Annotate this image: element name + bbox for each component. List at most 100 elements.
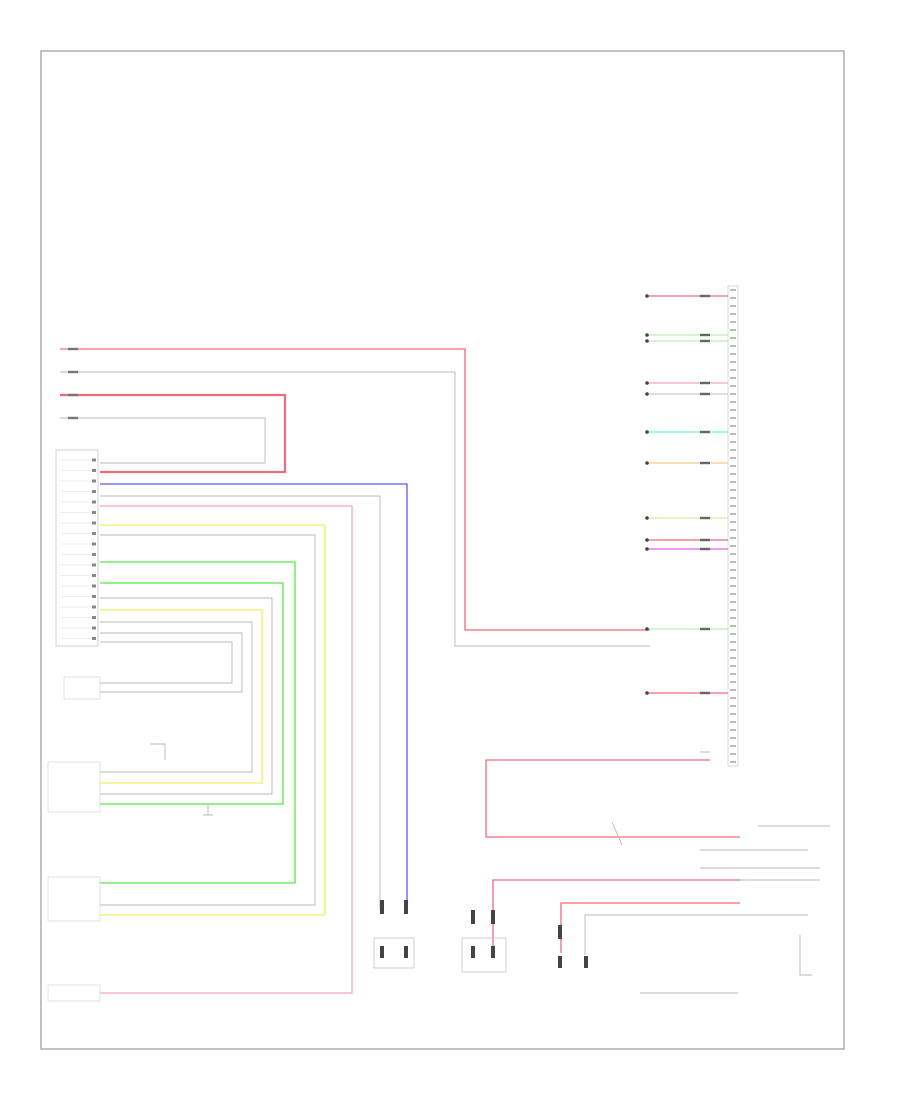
connector-pin	[92, 490, 96, 493]
wire-yellow-2	[100, 609, 263, 784]
connector-pin	[730, 617, 736, 619]
connector-pin	[730, 697, 736, 699]
left-wire-tags	[68, 347, 78, 420]
connector-pin	[92, 595, 96, 598]
wire-terminal	[645, 461, 649, 465]
connector-pin	[730, 401, 736, 403]
connector-pin	[730, 537, 736, 539]
connector-pin	[730, 585, 736, 587]
wire-gray-7	[100, 632, 243, 693]
connector-pin	[730, 297, 736, 299]
connector-pin	[730, 513, 736, 515]
connector-pin	[92, 511, 96, 514]
wire-terminal	[645, 627, 649, 631]
connector-pin	[730, 609, 736, 611]
component-box-1	[63, 676, 101, 700]
wire-color-tag	[700, 392, 710, 396]
connector-pin	[730, 761, 736, 763]
wire-gray-short	[60, 417, 266, 464]
connector-pin	[92, 500, 96, 504]
bottom-connector-3	[558, 902, 740, 968]
wire-color-tag	[700, 627, 710, 631]
connector-pin	[730, 657, 736, 659]
wire-color-tag	[700, 461, 710, 465]
connector-pin	[730, 561, 736, 563]
wire-gray-5	[100, 597, 273, 795]
connector-pin	[730, 665, 736, 667]
connector-pin	[730, 713, 736, 715]
wire-color-tag	[700, 294, 710, 298]
connector-pin	[730, 673, 736, 675]
wire-color-tag	[700, 538, 710, 542]
connector-pin	[730, 593, 736, 595]
wire-gray-3	[100, 495, 381, 910]
connector-pin	[730, 689, 736, 691]
connector-pin	[730, 633, 736, 635]
connector-pin	[92, 479, 96, 483]
connector-pin	[730, 577, 736, 579]
component-box-3	[47, 876, 101, 922]
wire-green-1	[100, 561, 296, 884]
wire-green-2	[100, 582, 284, 805]
wire-yellow-1	[100, 524, 326, 916]
wire-gray-8	[100, 641, 233, 684]
connector-pin	[730, 545, 736, 547]
wire-gray-top-2	[60, 371, 650, 647]
wire-terminal	[645, 381, 649, 385]
connector-pin	[730, 601, 736, 603]
connector-pin	[730, 393, 736, 395]
wire-red-loop	[485, 759, 740, 838]
wire-color-tag	[700, 333, 710, 337]
wire-tag	[68, 416, 78, 420]
connector-pin	[730, 321, 736, 323]
wire-color-tag	[700, 547, 710, 551]
right-wires	[645, 294, 728, 695]
wire-terminal	[645, 333, 649, 337]
wire-color-tag	[700, 381, 710, 385]
connector-pin	[730, 449, 736, 451]
connector-pin	[730, 353, 736, 355]
connector-pin	[730, 305, 736, 307]
connector-pin	[730, 497, 736, 499]
upper-connector-pins	[60, 458, 96, 640]
right-connector-strip	[727, 285, 739, 767]
connector-pin	[730, 417, 736, 419]
component-box-2	[47, 761, 101, 813]
connector-pin	[730, 473, 736, 475]
connector-pin	[92, 616, 96, 619]
connector-pin	[92, 584, 96, 588]
wire-terminal	[645, 516, 649, 520]
component-ground	[150, 743, 213, 816]
connector-pin	[730, 409, 736, 411]
wire-red-short	[60, 393, 287, 474]
connector-pin	[92, 532, 96, 535]
wire-blue	[100, 483, 408, 910]
wire-pink-long	[100, 505, 353, 994]
connector-pin	[730, 625, 736, 627]
connector-pin	[730, 737, 736, 739]
right-connector-pins	[730, 289, 736, 763]
connector-pin	[92, 542, 96, 546]
wire-terminal	[645, 430, 649, 434]
wire-red-top	[60, 348, 650, 631]
wire-gray-4	[100, 534, 316, 906]
wire-terminal	[645, 339, 649, 343]
connector-pin	[92, 637, 96, 640]
wire-tag	[68, 347, 78, 351]
connector-pin	[730, 441, 736, 443]
connector-block-upper	[55, 449, 99, 647]
connector-pin	[730, 649, 736, 651]
connector-pin	[730, 745, 736, 747]
bottom-connector-1	[373, 900, 415, 969]
connector-pin	[92, 458, 96, 462]
connector-pin	[92, 626, 96, 630]
connector-pin	[730, 329, 736, 331]
connector-pin	[730, 681, 736, 683]
connector-pin	[730, 337, 736, 339]
connector-pin	[730, 465, 736, 467]
connector-pin	[730, 377, 736, 379]
connector-pin	[92, 469, 96, 472]
wire-terminal	[645, 547, 649, 551]
wire-color-tag	[700, 516, 710, 520]
connector-pin	[730, 313, 736, 315]
